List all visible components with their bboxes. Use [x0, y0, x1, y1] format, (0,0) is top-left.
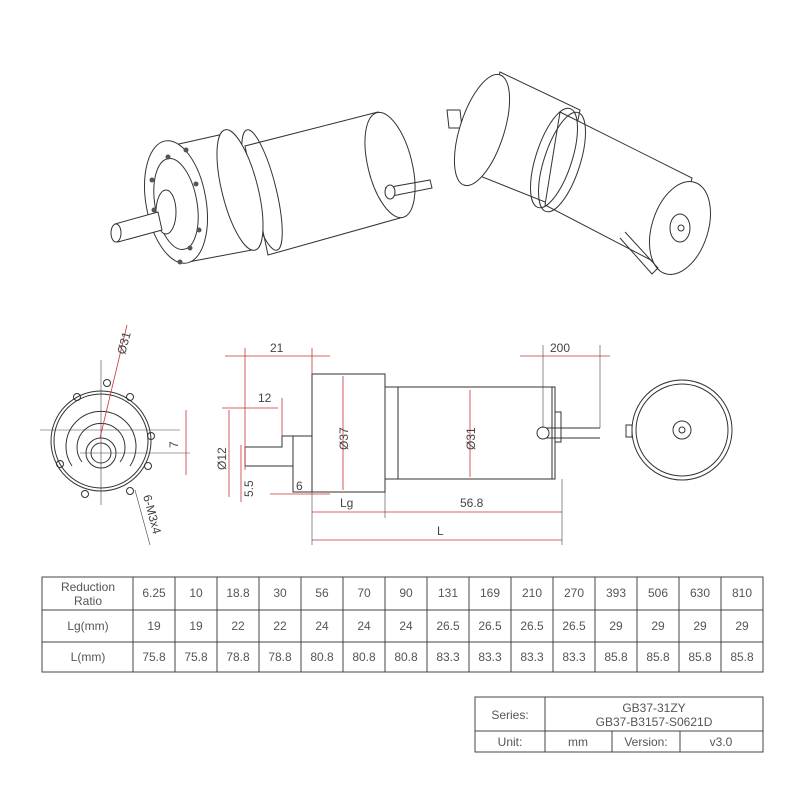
table-cell-l: 85.8 [604, 650, 628, 664]
iso-motor-front [110, 111, 433, 265]
series-label: Series: [491, 708, 528, 722]
unit-value: mm [568, 735, 588, 749]
dim-boss-length: 6 [296, 479, 303, 493]
table-cell-lg: 19 [189, 619, 203, 633]
ratio-table: Reduction Ratio Lg(mm) L(mm) 6.25 19 75.8 1… [41, 576, 764, 673]
table-cell-lg: 24 [357, 619, 371, 633]
table-cell-lg: 26.5 [520, 619, 544, 633]
table-cell-lg: 29 [693, 619, 707, 633]
table-cell-lg: 26.5 [562, 619, 586, 633]
dim-flat-depth: 5.5 [242, 480, 256, 497]
table-cell-l: 83.3 [436, 650, 460, 664]
table-cell-lg: 24 [399, 619, 413, 633]
table-cell-l: 83.3 [478, 650, 502, 664]
table-cell-l: 85.8 [730, 650, 754, 664]
table-cell-ratio: 131 [438, 586, 458, 600]
front-view: Ø31 7 6-M3x4 [40, 324, 190, 546]
dim-gearbox-diameter: Ø37 [337, 427, 351, 450]
table-cell-l: 78.8 [268, 650, 292, 664]
table-cell-l: 80.8 [394, 650, 418, 664]
table-cell-l: 83.3 [520, 650, 544, 664]
row-label-ratio-line2: Ratio [74, 594, 102, 608]
table-cell-l: 75.8 [142, 650, 166, 664]
table-cell-ratio: 169 [480, 586, 500, 600]
table-cell-l: 80.8 [310, 650, 334, 664]
table-cell-l: 83.3 [562, 650, 586, 664]
rear-view [625, 379, 733, 481]
table-cell-lg: 19 [147, 619, 161, 633]
dim-cable-length: 200 [550, 341, 570, 355]
row-label-lg: Lg(mm) [67, 619, 108, 633]
table-cell-lg: 22 [231, 619, 245, 633]
table-cell-ratio: 10 [189, 586, 203, 600]
table-cell-l: 80.8 [352, 650, 376, 664]
table-cell-ratio: 270 [564, 586, 584, 600]
table-cell-l: 85.8 [688, 650, 712, 664]
table-cell-lg: 29 [609, 619, 623, 633]
table-cell-ratio: 393 [606, 586, 626, 600]
table-cell-ratio: 70 [357, 586, 371, 600]
table-cell-lg: 24 [315, 619, 329, 633]
table-cell-lg: 29 [735, 619, 749, 633]
table-cell-lg: 26.5 [436, 619, 460, 633]
table-cell-ratio: 506 [648, 586, 668, 600]
iso-motor-rear [446, 71, 711, 275]
series-line2: GB37-B3157-S0621D [596, 715, 713, 729]
version-value: v3.0 [710, 735, 733, 749]
unit-label: Unit: [498, 735, 523, 749]
dim-motor-length: 56.8 [460, 496, 484, 510]
table-cell-ratio: 630 [690, 586, 710, 600]
table-cell-lg: 29 [651, 619, 665, 633]
table-cell-ratio: 810 [732, 586, 752, 600]
dim-front-offset: 7 [167, 441, 181, 448]
dim-total-length: L [437, 524, 444, 538]
dim-front-holes: 6-M3x4 [140, 493, 164, 536]
table-cell-ratio: 56 [315, 586, 329, 600]
side-view: 21 12 Ø12 5.5 6 Ø37 Ø31 200 Lg 56.8 L [215, 341, 610, 545]
dim-gearbox-length: Lg [340, 496, 353, 510]
table-cell-ratio: 210 [522, 586, 542, 600]
dim-motor-diameter: Ø31 [464, 427, 478, 450]
title-block: Series: GB37-31ZY GB37-B3157-S0621D Unit… [474, 696, 764, 753]
table-cell-ratio: 18.8 [226, 586, 250, 600]
dim-front-bolt-circle: Ø31 [114, 330, 133, 356]
row-label-ratio-line1: Reduction [61, 580, 115, 594]
dim-shaft-flat: 12 [258, 391, 272, 405]
dim-shaft-diameter: Ø12 [215, 447, 229, 470]
table-cell-lg: 22 [273, 619, 287, 633]
dim-shaft-total: 21 [270, 341, 284, 355]
version-label: Version: [624, 735, 667, 749]
table-cell-l: 78.8 [226, 650, 250, 664]
series-line1: GB37-31ZY [622, 701, 685, 715]
table-cell-ratio: 6.25 [142, 586, 166, 600]
table-cell-l: 75.8 [184, 650, 208, 664]
table-cell-lg: 26.5 [478, 619, 502, 633]
table-cell-ratio: 30 [273, 586, 287, 600]
table-cell-ratio: 90 [399, 586, 413, 600]
row-label-l: L(mm) [71, 650, 106, 664]
table-cell-l: 85.8 [646, 650, 670, 664]
